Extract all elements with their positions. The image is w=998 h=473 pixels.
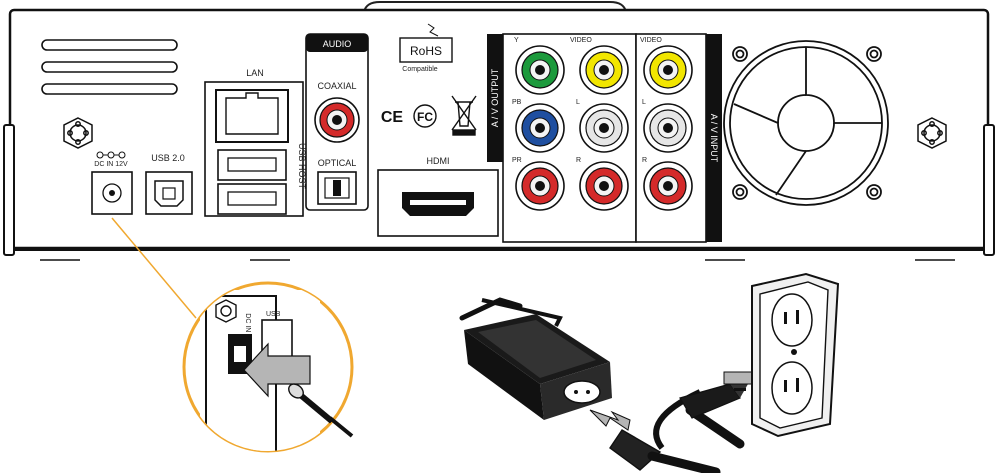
out-y-jack[interactable] — [515, 45, 565, 95]
out-pb-label: PB — [512, 99, 522, 106]
fan-grille — [723, 40, 889, 206]
coaxial-label: COAXIAL — [317, 81, 356, 91]
in-l-jack[interactable] — [643, 103, 693, 153]
usb-host-label: USB HOST — [297, 143, 307, 190]
arrow-to-adapter — [589, 409, 631, 431]
in-r-jack[interactable] — [643, 161, 693, 211]
out-l-jack[interactable] — [579, 103, 629, 153]
hdmi-block: HDMI — [377, 156, 499, 237]
audio-header: AUDIO — [323, 39, 352, 49]
av-output-label: A / V OUTPUT — [490, 68, 500, 127]
av-input-block: A / V INPUT VIDEO L R — [635, 33, 722, 243]
callout-leader-line — [111, 217, 197, 319]
audio-block: AUDIO COAXIAL OPTICAL — [305, 33, 369, 211]
screw-right — [917, 117, 947, 149]
in-l-label: L — [642, 99, 646, 106]
optical-label: OPTICAL — [318, 158, 357, 168]
lan-port[interactable] — [215, 89, 289, 143]
svg-text:FC: FC — [417, 110, 433, 124]
inset-dc-in-label: DC IN 12V — [244, 313, 251, 347]
out-video-jack[interactable] — [579, 45, 629, 95]
dc-in-port[interactable]: DC IN 12V — [91, 151, 133, 215]
dc-in-label: DC IN 12V — [94, 161, 128, 168]
rohs-text: RoHS — [410, 44, 442, 58]
rohs-logo: RoHS Compatible — [399, 23, 453, 73]
usb-host-port-2[interactable] — [217, 183, 287, 215]
screw-left — [63, 117, 93, 149]
out-l-label: L — [576, 99, 580, 106]
coaxial-port[interactable] — [314, 97, 360, 143]
fc-mark: FC — [413, 104, 437, 128]
in-r-label: R — [642, 157, 647, 164]
out-pr-jack[interactable] — [515, 161, 565, 211]
usb-host-port-1[interactable] — [217, 149, 287, 181]
vent-slots — [41, 39, 178, 95]
lan-label: LAN — [246, 68, 264, 78]
out-r-label: R — [576, 157, 581, 164]
out-pr-label: PR — [512, 157, 522, 164]
hdmi-port[interactable] — [402, 192, 474, 216]
out-r-jack[interactable] — [579, 161, 629, 211]
wall-outlet — [751, 272, 840, 438]
lan-usbhost-block: LAN USB HOST — [204, 68, 307, 217]
dc-in-zoom-inset: DC IN 12V USB — [182, 281, 354, 453]
out-pb-jack[interactable] — [515, 103, 565, 153]
ce-mark: CE — [381, 109, 404, 126]
usb2-port[interactable]: USB 2.0 — [145, 153, 193, 215]
optical-port[interactable] — [317, 171, 357, 205]
hdmi-label: HDMI — [427, 156, 450, 166]
av-input-label: A / V INPUT — [709, 114, 719, 163]
weee-bin-icon — [451, 95, 477, 136]
av-output-block: A / V OUTPUT Y VIDEO PB L PR R — [487, 33, 637, 243]
power-adapter — [459, 297, 612, 420]
dc-polarity-icon — [96, 151, 126, 159]
in-video-jack[interactable] — [643, 45, 693, 95]
in-video-label: VIDEO — [640, 37, 662, 44]
out-video-label: VIDEO — [570, 37, 592, 44]
inset-usb-label: USB — [266, 311, 281, 318]
rohs-sub-text: Compatible — [402, 66, 438, 73]
out-y-label: Y — [514, 37, 519, 44]
usb2-label: USB 2.0 — [151, 153, 185, 163]
